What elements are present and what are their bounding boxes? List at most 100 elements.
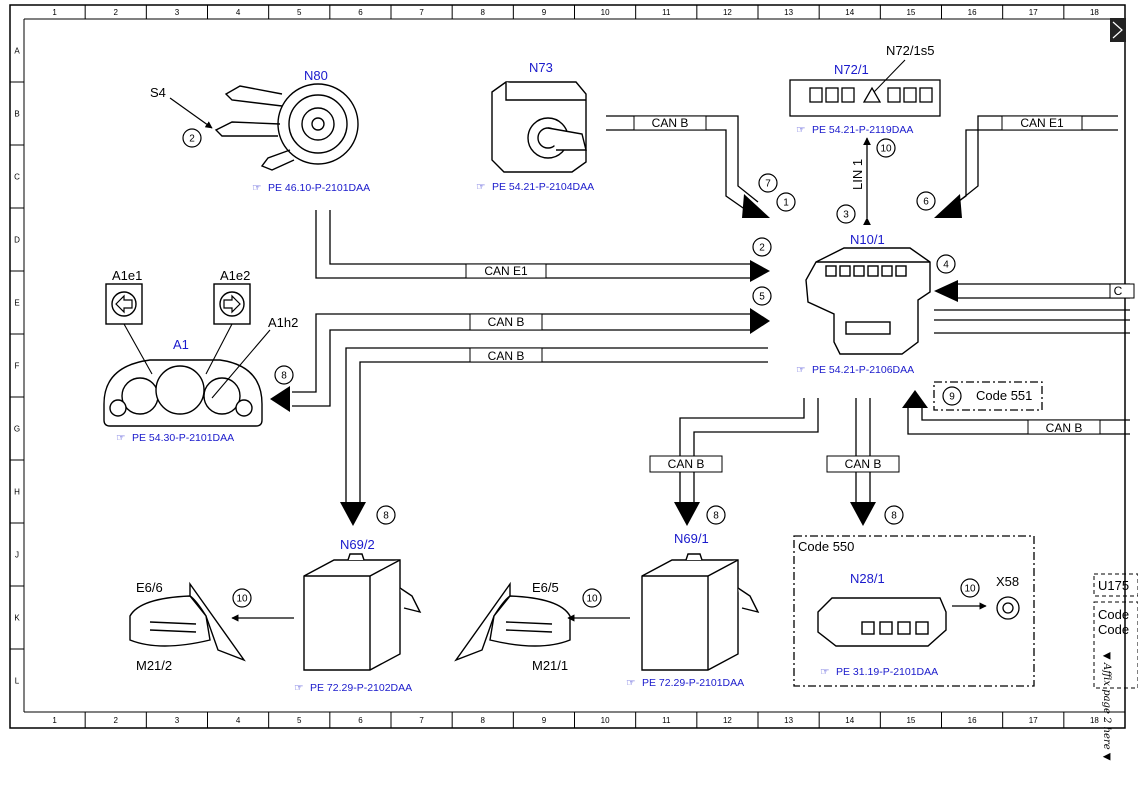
can-b-label: CAN B (668, 457, 705, 471)
ref-hand-icon: ☞ (796, 364, 805, 376)
step-number: 7 (765, 179, 771, 190)
step-marker: 10 (960, 578, 980, 598)
can-b-label: CAN B (488, 315, 525, 329)
grid-col-label: 8 (481, 716, 486, 725)
arrow-right-icon (223, 294, 241, 314)
code-551-label: Code 551 (976, 388, 1032, 403)
step-number: 10 (880, 144, 892, 155)
can-b-label: CAN B (1046, 421, 1083, 435)
grid-col-label: 5 (297, 716, 302, 725)
n69-2-door-control-module (303, 553, 422, 671)
ref-hand-icon: ☞ (116, 432, 125, 444)
grid-col-label: 16 (968, 716, 977, 725)
grid-col-label: 9 (542, 716, 547, 725)
grid-row-label: D (14, 236, 20, 245)
grid-col-label: 6 (358, 8, 363, 17)
a1-ref[interactable]: PE 54.30-P-2101DAA (132, 432, 234, 444)
n28-1-ref[interactable]: PE 31.19-P-2101DAA (836, 666, 938, 678)
code-550-box (793, 535, 1035, 687)
ref-hand-icon: ☞ (820, 666, 829, 678)
arrow-head (750, 260, 770, 282)
arrow-head (742, 194, 770, 218)
step-marker: 10 (232, 588, 252, 608)
bus-label-boxes: CAN B CAN E1 CAN E1 CAN B CAN B CAN B CA… (465, 115, 1135, 473)
grid-col-label: 1 (52, 716, 57, 725)
grid-col-label: 14 (845, 716, 854, 725)
code-partial-label: Code (1098, 622, 1129, 637)
a1h2-label: A1h2 (268, 315, 298, 330)
x58-socket (996, 596, 1020, 620)
u175-partial-label: U175 (1098, 578, 1129, 593)
arrow-head (674, 502, 700, 526)
ref-hand-icon: ☞ (476, 181, 485, 193)
arrow-head (934, 280, 958, 302)
grid-col-label: 7 (419, 716, 424, 725)
grid-col-label: 5 (297, 8, 302, 17)
n10-1-ref[interactable]: PE 54.21-P-2106DAA (812, 364, 914, 376)
step-number: 5 (759, 292, 765, 303)
n69-1-label: N69/1 (674, 531, 709, 546)
arrow-head (902, 390, 928, 408)
grid-col-label: 11 (662, 716, 671, 725)
step-number: 8 (891, 511, 897, 522)
grid-col-label: 7 (419, 8, 424, 17)
affix-page-note: ▼ Affix page 2 here ▼ (1101, 652, 1112, 761)
n69-2-ref[interactable]: PE 72.29-P-2102DAA (310, 682, 412, 694)
grid-col-label: 3 (175, 716, 180, 725)
can-e1-label: CAN E1 (1020, 116, 1064, 130)
ref-hand-icon: ☞ (294, 682, 303, 694)
step-marker: 9 (942, 386, 962, 406)
grid-row-label: H (14, 488, 20, 497)
step-marker: 8 (274, 365, 294, 385)
grid-col-label: 3 (175, 8, 180, 17)
m21-2-label: M21/2 (136, 658, 172, 673)
grid-col-label: 4 (236, 716, 241, 725)
code-550-label: Code 550 (798, 539, 854, 554)
n69-1-door-control-module (641, 553, 760, 671)
code-partial-label: Code (1098, 607, 1129, 622)
n80-label: N80 (304, 68, 328, 83)
n69-1-ref[interactable]: PE 72.29-P-2101DAA (642, 677, 744, 689)
n10-1-label: N10/1 (850, 232, 885, 247)
can-b-label: CAN B (652, 116, 689, 130)
a1-instrument-cluster (103, 283, 263, 427)
can-b-label: CAN B (845, 457, 882, 471)
grid-col-label: 12 (723, 716, 732, 725)
u175-partial-box (1093, 573, 1138, 597)
step-number: 1 (783, 198, 789, 209)
e6-5-label: E6/5 (532, 580, 559, 595)
grid-col-label: 18 (1090, 716, 1099, 725)
grid-row-label: J (15, 551, 19, 560)
n73-ref[interactable]: PE 54.21-P-2104DAA (492, 181, 594, 193)
can-c-partial-label: C (1114, 284, 1123, 298)
ref-hand-icon: ☞ (796, 124, 805, 136)
step-number: 6 (923, 197, 929, 208)
grid-col-label: 11 (662, 8, 671, 17)
n10-1-sam-module (805, 247, 931, 355)
grid-col-label: 16 (968, 8, 977, 17)
can-e1-label: CAN E1 (484, 264, 528, 278)
step-marker: 8 (376, 505, 396, 525)
step-number: 10 (964, 584, 976, 595)
step-number: 3 (843, 210, 849, 221)
grid-row-label: L (15, 677, 20, 686)
step-marker: 3 (836, 204, 856, 224)
ref-hand-icon: ☞ (626, 677, 635, 689)
grid-col-label: 15 (906, 716, 915, 725)
arrow-head (340, 502, 366, 526)
n72-1-ref[interactable]: PE 54.21-P-2119DAA (812, 124, 913, 136)
step-marker: 2 (182, 128, 202, 148)
grid-col-label: 2 (114, 716, 119, 725)
n69-2-label: N69/2 (340, 537, 375, 552)
step-number: 4 (943, 260, 949, 271)
n80-ref[interactable]: PE 46.10-P-2101DAA (268, 182, 370, 194)
grid-row-label: K (14, 614, 20, 623)
step-number: 8 (383, 511, 389, 522)
step-marker: 7 (758, 173, 778, 193)
n72-1s5-label: N72/1s5 (886, 43, 934, 58)
grid-col-label: 9 (542, 8, 547, 17)
grid-col-label: 6 (358, 716, 363, 725)
can-b-label: CAN B (488, 349, 525, 363)
